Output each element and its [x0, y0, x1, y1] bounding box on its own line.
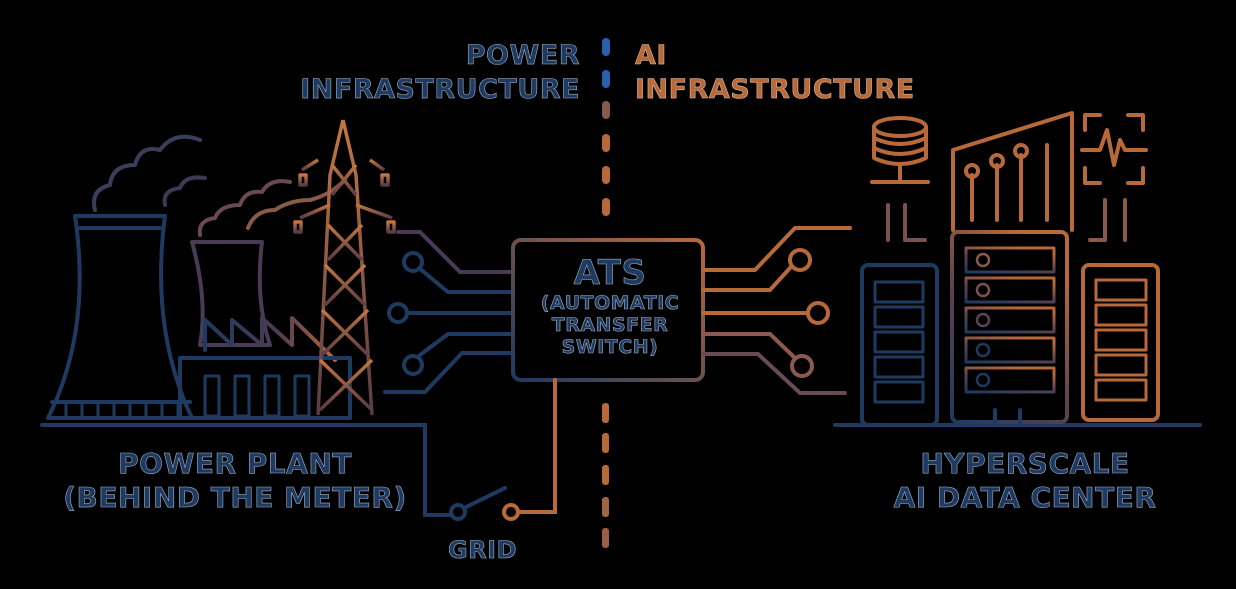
label-line: (BEHIND THE METER) [63, 481, 407, 514]
heading-line: INFRASTRUCTURE [635, 74, 915, 105]
left-circuit-traces [383, 230, 517, 394]
right-circuit-traces [701, 226, 852, 395]
ats-title: ATS [573, 253, 647, 293]
grid-connection [338, 378, 557, 521]
ats-label: ATS (AUTOMATIC TRANSFER SWITCH) [515, 256, 705, 360]
heading-line: INFRASTRUCTURE [300, 74, 580, 105]
data-center-label: HYPERSCALE AI DATA CENTER [880, 447, 1170, 518]
transmission-tower-icon [293, 119, 396, 416]
label-line: POWER PLANT [118, 447, 352, 480]
power-plant-label: POWER PLANT (BEHIND THE METER) [50, 447, 420, 518]
ats-box [511, 238, 705, 382]
ats-subtitle-line: (AUTOMATIC [540, 292, 680, 314]
divider-line [602, 38, 610, 548]
database-icon [870, 116, 930, 184]
heading-line: AI [635, 40, 667, 71]
ats-subtitle-line: SWITCH) [561, 336, 659, 358]
power-plant-icon [40, 134, 414, 427]
grid-label: GRID [448, 536, 518, 564]
label-line: HYPERSCALE [920, 447, 1130, 480]
pulse-monitor-icon [1080, 113, 1148, 242]
switch-icon [462, 486, 507, 510]
power-infrastructure-heading: POWER INFRASTRUCTURE [300, 42, 580, 110]
label-line: AI DATA CENTER [893, 481, 1157, 514]
ats-subtitle-line: TRANSFER [551, 314, 669, 336]
data-center-icon [833, 111, 1202, 427]
heading-line: POWER [465, 40, 580, 71]
ai-infrastructure-heading: AI INFRASTRUCTURE [635, 42, 915, 110]
